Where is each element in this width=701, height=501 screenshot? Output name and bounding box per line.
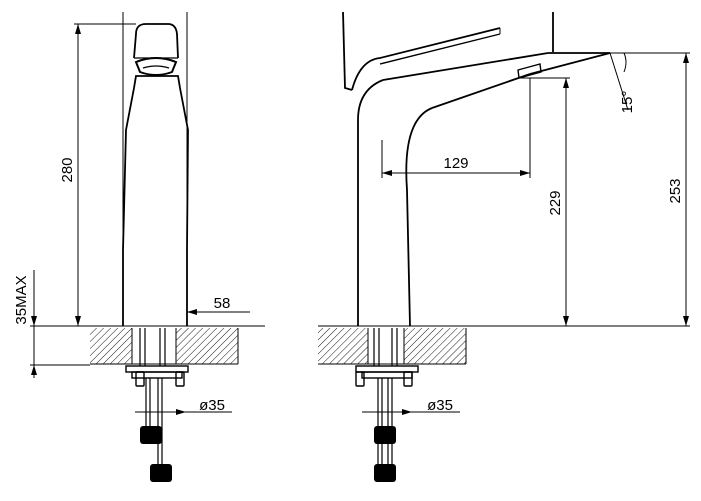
spout-reach-label: 129: [443, 155, 468, 172]
front-height-dimension: 280: [59, 24, 81, 326]
side-extension-lines: [318, 52, 690, 327]
side-deck-section: [318, 328, 467, 365]
front-height-label: 280: [59, 157, 76, 182]
side-handle: [342, 11, 554, 91]
side-faucet-body: [357, 52, 611, 327]
deck-thickness-label: 35MAX: [13, 275, 30, 324]
front-extension-lines: [30, 12, 265, 366]
side-view: 129 15° 229 253: [318, 11, 690, 482]
front-width-dimension: 58: [187, 295, 230, 315]
spout-angle-label: 15°: [619, 91, 636, 114]
front-width-label: 58: [214, 295, 231, 312]
outlet-height-dimension: 229: [547, 78, 569, 326]
front-aerator: [134, 57, 178, 76]
spout-angle-dimension: 15°: [619, 52, 636, 114]
side-mounting-hardware: ø35: [355, 328, 460, 482]
front-deck-section: [90, 328, 239, 365]
front-faucet-body: [122, 23, 189, 326]
total-height-label: 253: [667, 178, 684, 203]
front-view: 280 58 35MAX: [13, 12, 265, 482]
front-mounting-hardware: ø35: [125, 328, 232, 482]
outlet-height-label: 229: [547, 190, 564, 215]
total-height-dimension: 253: [667, 53, 689, 326]
front-hole-diameter-label: ø35: [199, 397, 225, 414]
spout-reach-dimension: 129: [382, 155, 530, 176]
deck-thickness-dimension: 35MAX: [13, 270, 37, 378]
side-hole-diameter-label: ø35: [427, 397, 453, 414]
